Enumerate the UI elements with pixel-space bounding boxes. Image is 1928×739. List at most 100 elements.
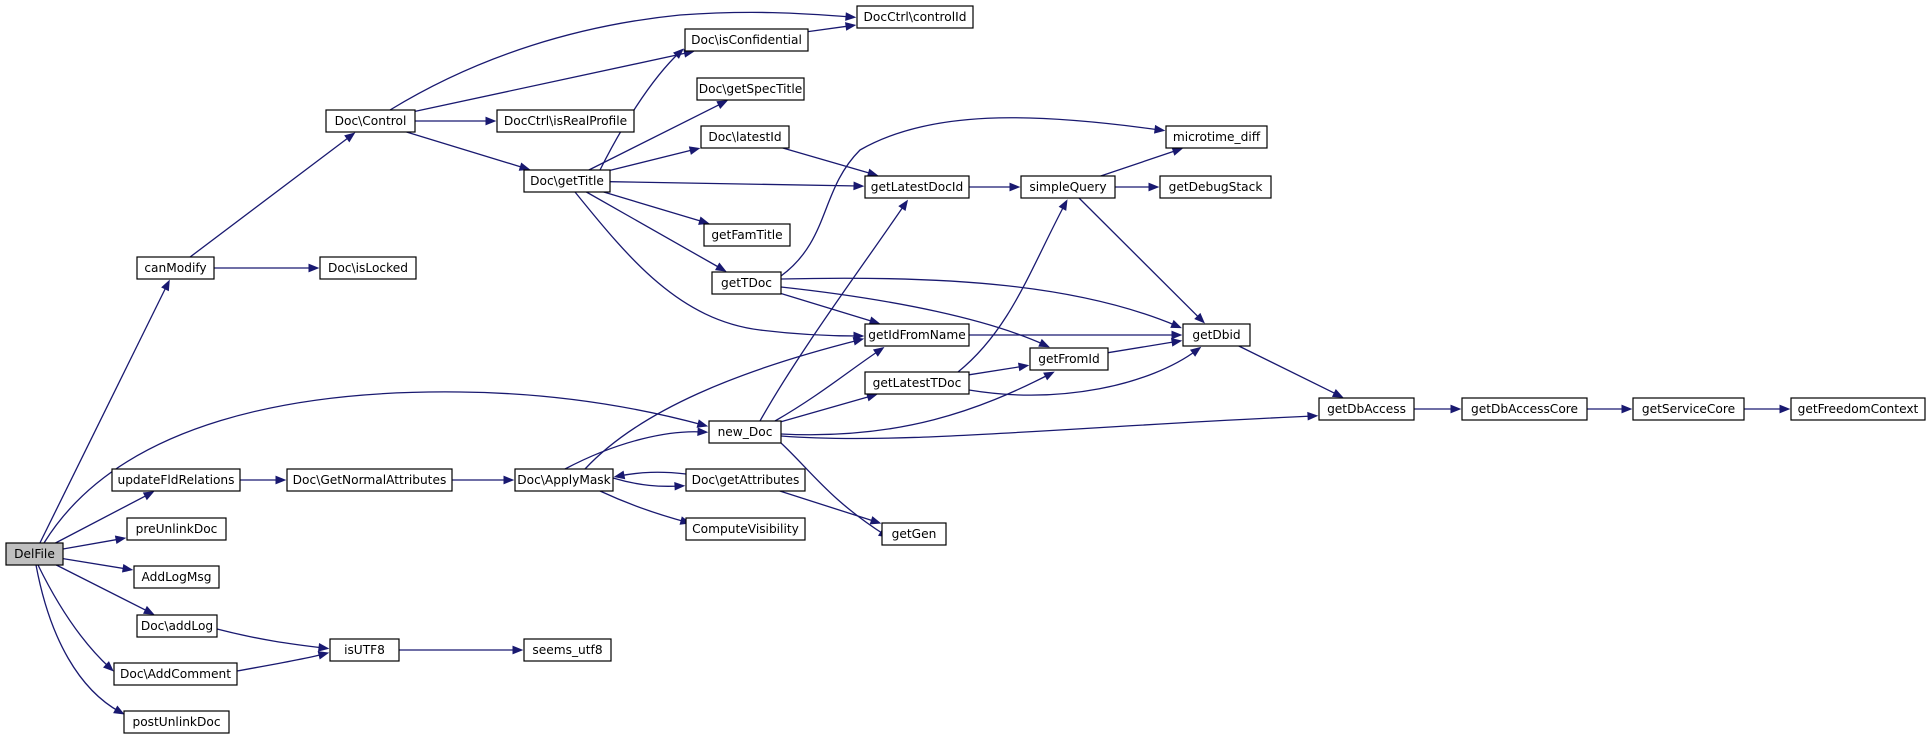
node-label: ComputeVisibility — [692, 522, 799, 536]
node-label: getFreedomContext — [1798, 402, 1919, 416]
edge-doc_gettitle-to-doc_latestid — [609, 146, 701, 172]
edge-doc_control-to-docctrl_controlid — [389, 11, 857, 111]
edge-isutf8-to-seems_utf8 — [399, 645, 524, 655]
node-getdbaccess[interactable]: getDbAccess — [1318, 397, 1415, 421]
node-label: Doc\latestId — [708, 130, 781, 144]
node-label: getServiceCore — [1642, 402, 1735, 416]
node-updatefldrelations[interactable]: updateFldRelations — [111, 468, 241, 492]
edge-doc_isconfidential-to-docctrl_controlid — [807, 22, 857, 33]
node-postunlinkdoc[interactable]: postUnlinkDoc — [123, 710, 230, 734]
edge-getdbaccesscore-to-getservicecore — [1587, 404, 1633, 414]
node-isutf8[interactable]: isUTF8 — [329, 638, 400, 662]
node-label: Doc\addLog — [141, 619, 213, 633]
node-gettdoc[interactable]: getTDoc — [711, 271, 782, 295]
node-label: isUTF8 — [344, 643, 385, 657]
node-getdbaccesscore[interactable]: getDbAccessCore — [1461, 397, 1588, 421]
node-computevisibility[interactable]: ComputeVisibility — [685, 517, 806, 541]
node-doc-islocked[interactable]: Doc\isLocked — [319, 256, 417, 280]
node-addlogmsg[interactable]: AddLogMsg — [133, 565, 220, 589]
node-label: getTDoc — [721, 276, 772, 290]
node-canmodify[interactable]: canModify — [136, 256, 215, 280]
node-label: getFamTitle — [711, 228, 782, 242]
edge-delfile-to-canmodify — [39, 279, 170, 544]
node-docctrl-isrealprofile[interactable]: DocCtrl\isRealProfile — [496, 109, 635, 133]
edge-getidfromname-to-getdbid — [969, 330, 1183, 340]
node-docctrl-controlid[interactable]: DocCtrl\controlId — [856, 5, 974, 29]
node-label: preUnlinkDoc — [136, 522, 218, 536]
node-label: Doc\ApplyMask — [517, 473, 611, 487]
node-seems-utf8[interactable]: seems_utf8 — [523, 638, 612, 662]
edge-doc_applymask-to-new_doc — [564, 427, 709, 470]
edge-doc_applymask-to-computevisibility — [599, 490, 692, 525]
node-label: AddLogMsg — [142, 570, 212, 584]
node-label: updateFldRelations — [117, 473, 234, 487]
node-label: new_Doc — [718, 425, 773, 439]
node-label: DelFile — [14, 547, 55, 561]
node-label: getGen — [892, 527, 937, 541]
edge-new_doc-to-getlatesttdoc — [780, 393, 878, 423]
node-doc-getnormalattributes[interactable]: Doc\GetNormalAttributes — [286, 468, 453, 492]
node-getdbid[interactable]: getDbid — [1182, 323, 1251, 347]
edge-delfile-to-doc_addcomment — [37, 564, 114, 672]
node-label: postUnlinkDoc — [132, 715, 220, 729]
node-getfreedomcontext[interactable]: getFreedomContext — [1790, 397, 1926, 421]
edge-doc_applymask-to-getidfromname — [584, 337, 865, 470]
edge-delfile-to-preunlinkdoc — [62, 535, 127, 550]
edge-new_doc-to-getdbaccess — [780, 411, 1319, 440]
node-new-doc[interactable]: new_Doc — [708, 420, 782, 444]
edge-gettdoc-to-microtime_diff — [780, 117, 1166, 277]
node-label: DocCtrl\isRealProfile — [504, 114, 627, 128]
edge-gettdoc-to-getfromid — [780, 286, 1050, 348]
node-doc-control[interactable]: Doc\Control — [325, 109, 416, 133]
node-label: getDbAccessCore — [1471, 402, 1578, 416]
edge-doc_gettitle-to-doc_isconfidential — [599, 48, 684, 171]
node-doc-isconfidential[interactable]: Doc\isConfidential — [684, 28, 809, 52]
edge-doc_gettitle-to-getlatestdocid — [609, 181, 865, 191]
node-preunlinkdoc[interactable]: preUnlinkDoc — [126, 517, 227, 541]
edge-getfromid-to-getdbid — [1107, 338, 1183, 354]
edge-delfile-to-doc_addlog — [56, 564, 155, 615]
node-doc-getspectitle[interactable]: Doc\getSpecTitle — [696, 77, 805, 101]
node-getidfromname[interactable]: getIdFromName — [864, 323, 970, 347]
node-label: getLatestDocId — [871, 180, 964, 194]
node-doc-latestid[interactable]: Doc\latestId — [700, 125, 790, 149]
edge-getlatestdocid-to-simplequery — [969, 182, 1021, 192]
edge-doc_latestid-to-getlatestdocid — [782, 147, 879, 177]
node-getfamtitle[interactable]: getFamTitle — [703, 223, 791, 247]
node-label: seems_utf8 — [532, 643, 602, 657]
edge-simplequery-to-microtime_diff — [1100, 147, 1184, 177]
edge-delfile-to-postunlinkdoc — [35, 564, 125, 715]
node-getlatesttdoc[interactable]: getLatestTDoc — [864, 371, 970, 395]
node-getdebugstack[interactable]: getDebugStack — [1159, 175, 1272, 199]
edge-doc_control-to-doc_isconfidential — [414, 49, 695, 113]
node-getlatestdocid[interactable]: getLatestDocId — [864, 175, 970, 199]
node-doc-addcomment[interactable]: Doc\AddComment — [113, 662, 238, 686]
node-doc-getattributes[interactable]: Doc\getAttributes — [685, 468, 806, 492]
node-microtime-diff[interactable]: microtime_diff — [1165, 125, 1268, 149]
node-label: Doc\isLocked — [328, 261, 408, 275]
edge-doc_getnormalattributes-to-doc_applymask — [452, 475, 515, 485]
edge-doc_gettitle-to-doc_getspectitle — [588, 100, 729, 171]
node-delfile[interactable]: DelFile — [5, 542, 64, 566]
node-doc-addlog[interactable]: Doc\addLog — [136, 614, 218, 638]
node-label: getDbid — [1192, 328, 1240, 342]
node-label: Doc\getSpecTitle — [699, 82, 802, 96]
edge-doc_control-to-docctrl_isrealprofile — [415, 116, 497, 126]
node-doc-applymask[interactable]: Doc\ApplyMask — [514, 468, 614, 492]
edge-new_doc-to-getidfromname — [774, 347, 885, 422]
node-simplequery[interactable]: simpleQuery — [1020, 175, 1116, 199]
node-getgen[interactable]: getGen — [881, 522, 947, 546]
node-label: microtime_diff — [1173, 130, 1261, 144]
edge-doc_control-to-doc_gettitle — [406, 131, 531, 171]
node-getfromid[interactable]: getFromId — [1029, 347, 1109, 371]
node-getservicecore[interactable]: getServiceCore — [1632, 397, 1745, 421]
node-label: getDebugStack — [1169, 180, 1264, 194]
edge-doc_addcomment-to-isutf8 — [236, 651, 330, 672]
edge-doc_gettitle-to-gettdoc — [586, 191, 727, 272]
node-label: Doc\GetNormalAttributes — [293, 473, 447, 487]
edge-delfile-to-updatefldrelations — [55, 491, 155, 544]
node-doc-gettitle[interactable]: Doc\getTitle — [523, 169, 611, 193]
node-label: Doc\getAttributes — [692, 473, 800, 487]
node-label: simpleQuery — [1029, 180, 1106, 194]
